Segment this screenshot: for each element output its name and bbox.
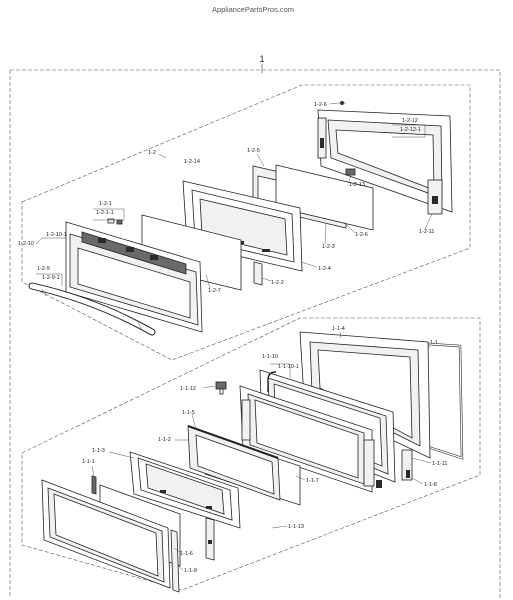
part-1-1-5-hinge-frame	[239, 385, 382, 493]
part-1-2-3-glass	[275, 164, 374, 231]
label-1-1-4: 1-1-4	[332, 326, 345, 332]
label-1-1-1: 1-1-1	[82, 459, 95, 465]
label-1-2-7: 1-2-7	[208, 288, 221, 294]
part-1-1-9-side-rail	[170, 529, 180, 593]
part-1-2-13-bracket	[345, 168, 356, 176]
label-1-2: 1-2	[148, 150, 156, 156]
label-1-2-6-top: 1-2-6	[314, 102, 327, 108]
part-1-1-3-inner-panel	[129, 451, 241, 529]
upper-assembly-boundary	[21, 84, 471, 361]
label-1-2-2: 1-2-2	[271, 280, 284, 286]
label-1-2-13: 1-2-13	[349, 182, 365, 188]
label-1-2-12-1: 1-2-12-1	[400, 127, 421, 133]
part-1-1-1-front-panel	[41, 479, 171, 589]
part-1-1-5-glass-trim	[187, 425, 281, 501]
label-1-2-1-1: 1-2-1-1	[96, 210, 114, 216]
lower-assembly-boundary	[21, 317, 481, 591]
part-1-2-11-rear-frame	[317, 109, 453, 215]
upper-door-assembly: 1-2	[18, 84, 471, 361]
watermark: AppliancePartsPros.com	[212, 5, 294, 14]
label-1-1: 1-1	[430, 340, 438, 346]
leader-1-2	[158, 153, 167, 159]
outer-assembly-box	[9, 69, 501, 598]
lower-door-assembly: 1-1	[21, 317, 481, 593]
label-1-1-8: 1-1-8	[424, 482, 437, 488]
label-1-1-11: 1-1-11	[432, 461, 448, 467]
part-1-2-9-door-handle	[28, 282, 156, 336]
label-1-2-9-1: 1-2-9-1	[42, 275, 60, 281]
label-1-1-2: 1-1-2	[158, 437, 171, 443]
label-1-1-6: 1-1-6	[180, 551, 193, 557]
label-1-2-6: 1-2-6	[355, 232, 368, 238]
label-1-1-13: 1-1-13	[288, 524, 304, 530]
label-1-2-12: 1-2-12	[402, 118, 418, 124]
label-1-1-3: 1-1-3	[92, 448, 105, 454]
label-1-2-11: 1-2-11	[419, 229, 435, 235]
label-1-1-9: 1-1-9	[184, 568, 197, 574]
label-1-2-10: 1-2-10	[18, 241, 34, 247]
label-1-1-10: 1-1-10	[262, 354, 278, 360]
part-1-1-11-inner-frame	[299, 331, 431, 481]
part-1-1-12-latch	[215, 381, 227, 395]
assembly-label: 1	[259, 54, 264, 64]
label-1-1-5: 1-1-5	[182, 410, 195, 416]
part-1-2-6-screw	[338, 101, 346, 105]
part-1-2-1-hinge-clip	[107, 218, 123, 225]
label-1-2-14: 1-2-14	[184, 159, 200, 165]
label-1-2-1: 1-2-1	[99, 201, 112, 207]
label-1-2-4: 1-2-4	[318, 266, 331, 272]
part-1-2-10-front-panel	[65, 221, 203, 333]
part-1-1-13-bracket	[205, 517, 215, 561]
label-1-1-7: 1-1-7	[306, 478, 319, 484]
label-1-2-10-1: 1-2-10-1	[46, 232, 67, 238]
part-1-1-6-trim	[91, 475, 97, 495]
label-1-2-5: 1-2-5	[247, 148, 260, 154]
label-1-1-12: 1-1-12	[180, 386, 196, 392]
label-1-2-3: 1-2-3	[322, 244, 335, 250]
label-1-2-9: 1-2-9	[37, 266, 50, 272]
label-1-1-10-1: 1-1-10-1	[278, 364, 299, 370]
